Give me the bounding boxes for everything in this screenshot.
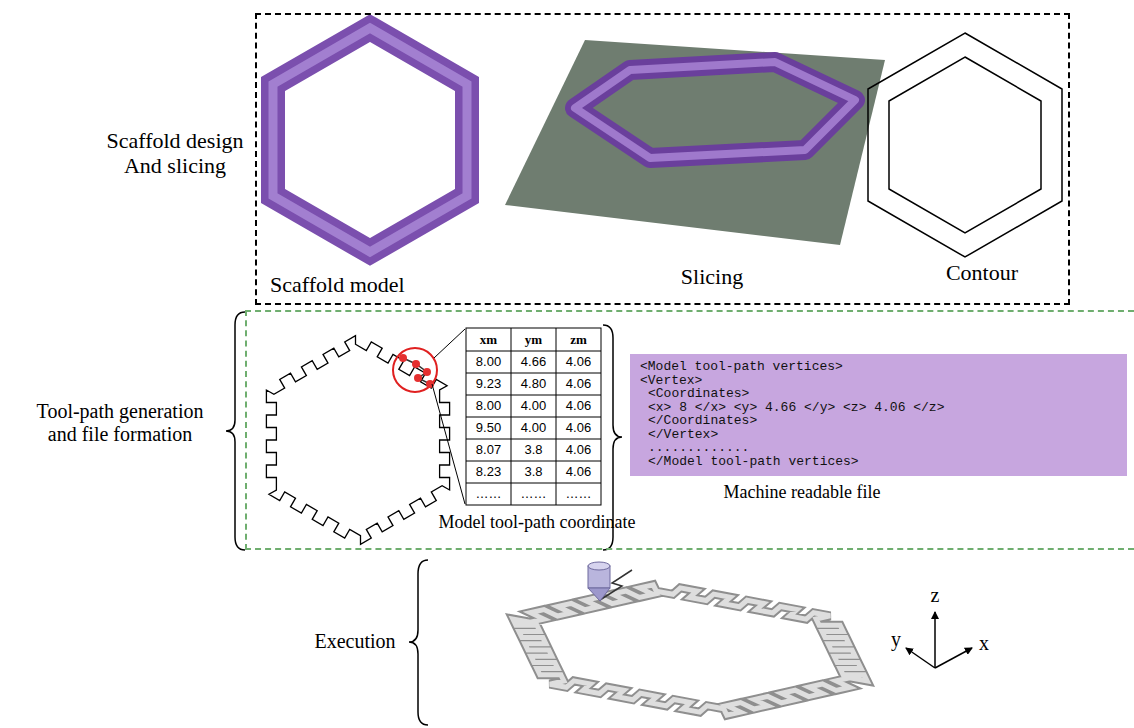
table-cell: 9.23 [466,373,511,395]
contour-inner [889,57,1041,233]
code-line: </Coordinates> [648,414,1117,428]
z-axis [934,612,936,668]
code-line: ............. [648,441,1117,455]
zoom-leader [434,329,465,358]
zoom-circle [393,348,437,392]
nozzle-top [588,562,610,570]
nozzle-tip [588,588,610,601]
table-cell: 8.00 [466,395,511,417]
y-axis [906,648,935,668]
design-panel: Scaffold model Slicing Contour [255,13,1070,305]
table-cell: 4.06 [556,395,601,417]
brace [409,560,428,725]
table-row-line [466,373,601,374]
axis-label: z [927,584,943,607]
tool-path [266,336,449,545]
section-label: Tool-path generation and file formation [20,400,220,446]
table-cell: 4.06 [556,461,601,483]
caption: Contour [917,260,1047,285]
printed-strand [513,585,867,715]
table-grid [466,328,601,505]
x-axis [935,648,972,668]
code-line: </Vertex> [648,428,1117,442]
table-cell: 4.06 [556,439,601,461]
table-cell: 4.06 [556,417,601,439]
axis-label: y [888,628,904,651]
vertex-dots [399,354,434,388]
scaffold-hexagon [273,28,467,252]
table-cell: …… [556,483,601,505]
code-line: <Model tool-path vertices> [640,360,1117,374]
code-line: </Model tool-path vertices> [648,455,1117,469]
table-cell: …… [466,483,511,505]
zoom-path [403,358,430,384]
sliced-ring-highlight [575,62,855,158]
caption: Scaffold model [270,272,490,297]
printed-strand-highlight [513,585,867,715]
table-row-line [466,351,601,352]
table-cell: 4.66 [511,351,556,373]
table-cell: ym [511,328,556,351]
axis-label: x [976,632,992,655]
brace [226,312,245,550]
table-row-line [466,417,601,418]
table-row-line [466,439,601,440]
table-cell: 3.8 [511,439,556,461]
code-line: <Coordinates> [648,387,1117,401]
table-row-line [466,395,601,396]
table-cell: 4.80 [511,373,556,395]
table-cell: 4.00 [511,395,556,417]
caption: Slicing [652,264,772,289]
table-cell: zm [556,328,601,351]
code-line: <Vertex> [640,374,1117,388]
section-label: Execution [300,630,410,653]
sliced-ring [575,62,855,158]
contour-outer [868,33,1062,257]
code-line: <x> 8 </x> <y> 4.66 </y> <z> 4.06 </z> [648,401,1117,415]
table-cell: 8.00 [466,351,511,373]
caption: Model tool-path coordinate [397,512,677,533]
scaffold-highlight [273,28,467,252]
table-cell: 4.00 [511,417,556,439]
slicing-plane [505,40,885,245]
table-cell: 9.50 [466,417,511,439]
table-cell: …… [511,483,556,505]
table-cell: 3.8 [511,461,556,483]
zoom-leader [432,384,465,504]
code-box: <Model tool-path vertices><Vertex><Coord… [630,354,1127,476]
table-cell: xm [466,328,511,351]
file-caption: Machine readable file [672,482,932,503]
table-cell: 8.23 [466,461,511,483]
toolpath-panel: Model tool-path coordinate <Model tool-pa… [245,310,1134,550]
table-row-line [466,483,601,484]
table-cell: 4.06 [556,351,601,373]
table-cell: 4.06 [556,373,601,395]
table-cell: 8.07 [466,439,511,461]
section-label: Scaffold design And slicing [95,128,255,179]
table-row-line [466,461,601,462]
